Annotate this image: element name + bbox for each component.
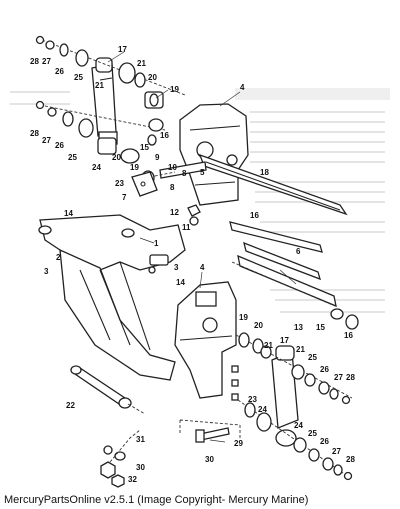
callout-27: 27 — [334, 373, 343, 382]
callout-14: 14 — [64, 209, 73, 218]
callout-24: 24 — [258, 405, 267, 414]
callout-21: 21 — [95, 81, 104, 90]
callout-25: 25 — [308, 353, 317, 362]
callout-26: 26 — [320, 437, 329, 446]
callout-27: 27 — [42, 136, 51, 145]
swivel-bracket-lower — [174, 281, 237, 399]
callout-leaders — [107, 51, 297, 443]
callout-28: 28 — [30, 57, 39, 66]
upper-pin-hardware — [35, 35, 186, 109]
callout-19: 19 — [130, 163, 139, 172]
trim-cylinder-upper — [91, 57, 118, 145]
bottom-nuts-washers — [100, 429, 141, 488]
tilt-tube-rods — [229, 221, 359, 330]
callout-17: 17 — [118, 45, 127, 54]
nut-11-12 — [187, 204, 201, 226]
swivel-bracket-upper — [179, 103, 249, 206]
callout-3: 3 — [44, 267, 49, 276]
callout-28: 28 — [30, 129, 39, 138]
callout-8: 8 — [182, 169, 187, 178]
lock-plate — [131, 171, 158, 197]
callout-26: 26 — [55, 67, 64, 76]
callout-4: 4 — [200, 263, 205, 272]
callout-32: 32 — [128, 475, 137, 484]
callout-25: 25 — [308, 429, 317, 438]
callout-19: 19 — [170, 85, 179, 94]
callout-6: 6 — [296, 247, 301, 256]
callout-11: 11 — [182, 223, 191, 232]
callout-21: 21 — [137, 59, 146, 68]
callout-2: 2 — [56, 253, 61, 262]
callout-23: 23 — [115, 179, 124, 188]
callout-23: 23 — [248, 395, 257, 404]
callout-3: 3 — [174, 263, 179, 272]
callout-7: 7 — [122, 193, 127, 202]
lower-pin-hardware-b — [237, 399, 353, 481]
callout-18: 18 — [260, 168, 269, 177]
callout-14: 14 — [176, 278, 185, 287]
callout-5: 5 — [200, 168, 205, 177]
exploded-parts-diagram: 28 27 26 25 21 17 21 20 19 4 28 27 26 25… — [10, 35, 390, 488]
callout-1: 1 — [154, 239, 159, 248]
callout-28: 28 — [346, 373, 355, 382]
callout-22: 22 — [66, 401, 75, 410]
callout-31: 31 — [136, 435, 145, 444]
callout-15: 15 — [140, 143, 149, 152]
callout-17: 17 — [280, 336, 289, 345]
callout-30: 30 — [136, 463, 145, 472]
callout-21: 21 — [296, 345, 305, 354]
callout-12: 12 — [170, 208, 179, 217]
stern-bracket — [38, 214, 186, 381]
callout-9: 9 — [155, 153, 160, 162]
callout-27: 27 — [332, 447, 341, 456]
callout-16: 16 — [160, 131, 169, 140]
callout-25: 25 — [68, 153, 77, 162]
callout-28: 28 — [346, 455, 355, 464]
callout-21: 21 — [264, 341, 273, 350]
callout-27: 27 — [42, 57, 51, 66]
callout-26: 26 — [55, 141, 64, 150]
callout-13: 13 — [294, 323, 303, 332]
image-copyright-caption: MercuryPartsOnline v2.5.1 (Image Copyrig… — [4, 494, 309, 506]
callout-20: 20 — [254, 321, 263, 330]
swivel-fasteners — [179, 365, 241, 440]
callout-8: 8 — [170, 183, 175, 192]
callout-29: 29 — [234, 439, 243, 448]
trim-cylinder-lower — [271, 345, 299, 447]
callout-19: 19 — [239, 313, 248, 322]
callout-30: 30 — [205, 455, 214, 464]
tilt-tube-22 — [70, 365, 146, 415]
callout-16: 16 — [250, 211, 259, 220]
callout-labels: 28 27 26 25 21 17 21 20 19 4 28 27 26 25… — [30, 45, 355, 484]
middle-pin-hardware — [35, 100, 166, 164]
callout-16: 16 — [344, 331, 353, 340]
callout-15: 15 — [316, 323, 325, 332]
callout-20: 20 — [148, 73, 157, 82]
callout-10: 10 — [168, 163, 177, 172]
callout-24: 24 — [92, 163, 101, 172]
callout-4: 4 — [240, 83, 245, 92]
callout-26: 26 — [320, 365, 329, 374]
callout-20: 20 — [112, 153, 121, 162]
bolt-29 — [195, 427, 230, 443]
callout-25: 25 — [74, 73, 83, 82]
lower-pin-hardware-a — [235, 332, 353, 405]
callout-24: 24 — [294, 421, 303, 430]
